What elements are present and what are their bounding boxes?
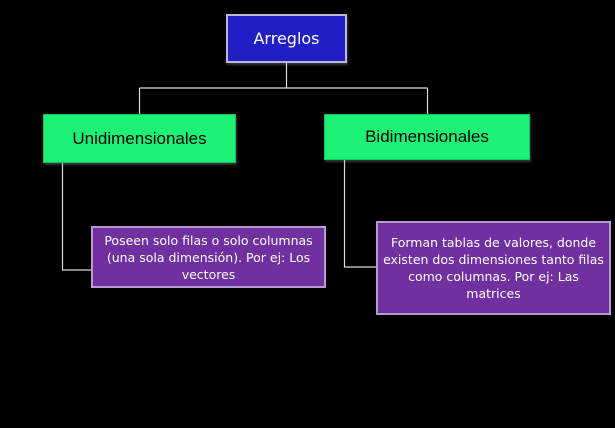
root-node-arreglos: Arreglos	[226, 14, 347, 63]
connector-unidimensionales-description	[61, 163, 91, 271]
node-bidimensionales: Bidimensionales	[324, 114, 530, 160]
root-node-label: Arreglos	[253, 29, 320, 48]
connector-bidimensionales-description	[343, 160, 376, 268]
node-unidimensionales-label: Unidimensionales	[72, 128, 207, 148]
description-unidimensionales-text: Poseen solo filas o solo columnas (una s…	[104, 232, 313, 282]
description-bidimensionales-text: Forman tablas de valores, donde existen …	[383, 235, 604, 301]
description-unidimensionales: Poseen solo filas o solo columnas (una s…	[91, 226, 326, 288]
description-bidimensionales: Forman tablas de valores, donde existen …	[376, 221, 611, 315]
node-unidimensionales: Unidimensionales	[43, 114, 236, 163]
node-bidimensionales-label: Bidimensionales	[365, 127, 489, 146]
